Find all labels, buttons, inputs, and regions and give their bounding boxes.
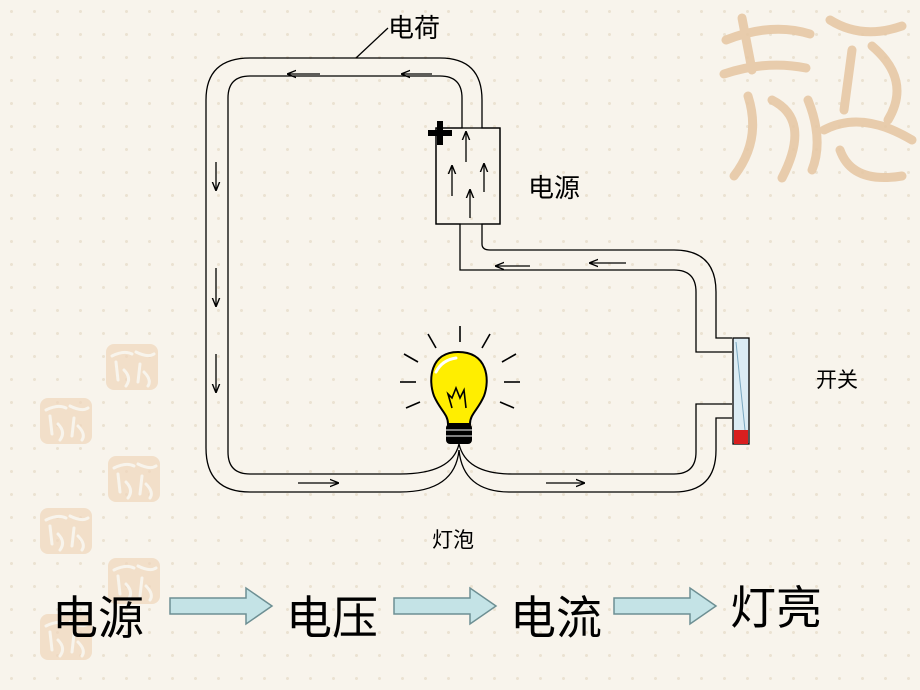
switch (732, 337, 750, 445)
switch-knob (734, 430, 748, 444)
light-bulb-icon (400, 326, 520, 444)
label-switch: 开关 (816, 368, 858, 392)
current-arrows (216, 74, 741, 483)
seal-decoration-small-4 (40, 508, 92, 554)
source-arrows (452, 132, 484, 218)
seal-decoration-small-1 (106, 344, 158, 390)
label-power-source: 电源 (528, 174, 581, 204)
wire-loop (205, 57, 732, 493)
flow-step-source: 电源 (52, 591, 144, 645)
label-bulb: 灯泡 (432, 528, 474, 552)
flow-arrow-1 (169, 586, 274, 626)
flow-arrow-3 (613, 586, 718, 626)
flow-step-voltage: 电压 (286, 591, 378, 645)
power-source (435, 127, 501, 225)
plus-icon (428, 121, 452, 145)
seal-decoration-small-5 (108, 558, 160, 604)
seal-decoration-small-2 (40, 398, 92, 444)
seal-decoration-small-6 (40, 614, 92, 660)
flow-step-light-on: 灯亮 (730, 581, 822, 635)
label-charge: 电荷 (388, 14, 441, 44)
seal-decoration-small-3 (108, 456, 160, 502)
flow-arrow-2 (393, 586, 498, 626)
flow-step-current: 电流 (510, 591, 602, 645)
seal-decoration-large (719, 13, 917, 183)
